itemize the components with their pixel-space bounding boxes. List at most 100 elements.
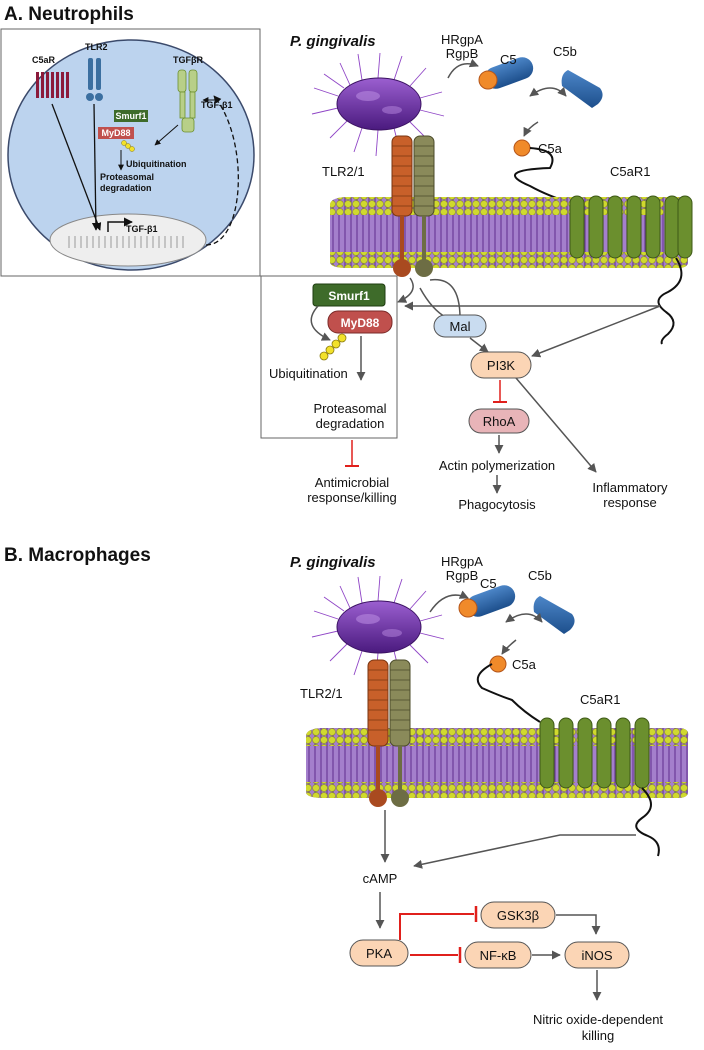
panel-a-ubiquitination: Ubiquitination [269, 366, 348, 381]
panel-b-pka-label: PKA [366, 946, 392, 961]
panel-b-c5ar1-cterm [635, 787, 660, 857]
inset-degradation: degradation [100, 183, 152, 193]
inset-gene-label: TGF-β1 [126, 224, 158, 234]
panel-a-tlr-smurf-arrow [397, 277, 414, 303]
panel-a-inflammatory-2: response [603, 495, 656, 510]
panel-a-mal-label: Mal [450, 319, 471, 334]
panel-a-actin: Actin polymerization [439, 458, 555, 473]
panel-b-protease-2: RgpB [446, 568, 479, 583]
panel-b-gsk-inos-arrow [556, 914, 601, 935]
panel-a-c5ar1-label: C5aR1 [610, 164, 650, 179]
panel-b-bacterium [311, 575, 445, 680]
panel-a-myd88-box [327, 310, 393, 334]
panel-a-tlr-mal-line [419, 287, 448, 319]
panel-a-tlr-label: TLR2/1 [322, 164, 365, 179]
panel-b-nfkb-node [464, 941, 532, 969]
panel-b-c5ar1-receptor [539, 717, 650, 789]
panel-a-inflammatory-1: Inflammatory [592, 480, 668, 495]
inset-frame [0, 28, 261, 277]
panel-a-c5ar1-pi3k-arrow [531, 305, 661, 358]
panel-b-c5ar1-nterm [476, 663, 541, 723]
panel-b-pathogen-label: P. gingivalis [290, 554, 376, 571]
panel-a-smurf-ubiq-arrow [310, 305, 331, 341]
inset-tgfb1-ligand-label: TGF-β1 [201, 100, 233, 110]
inset-transcription-arrow [107, 217, 133, 232]
panel-a-c5ar1-nterm [514, 147, 575, 205]
panel-a-cleavage-arrow [529, 86, 567, 97]
panel-b-gsk3b-node [480, 901, 556, 929]
panel-a-smurf1-label: Smurf1 [328, 289, 370, 303]
inset-ubiquitin-chain [121, 140, 135, 152]
inset-proteasomal: Proteasomal [100, 172, 154, 182]
panel-b-protease-arrow [429, 590, 469, 613]
panel-a-myd88-label: MyD88 [341, 316, 380, 330]
panel-a-smurf1-box [312, 283, 386, 307]
inset-c5ar-receptor [36, 72, 69, 98]
panel-b-camp-label: cAMP [363, 871, 398, 886]
panel-a-c5b-label: C5b [553, 44, 577, 59]
panel-b-c5ar1-label: C5aR1 [580, 692, 620, 707]
panel-b-pka-gsk-inhibit [399, 913, 474, 940]
inset-ubiquitination: Ubiquitination [126, 159, 187, 169]
panel-a-degradation: degradation [316, 416, 385, 431]
inset-tgfbr-to-smurf-arrow [154, 124, 179, 146]
panel-b-tlr-label: TLR2/1 [300, 686, 343, 701]
inset-myd88-label: MyD88 [101, 128, 130, 138]
panel-a-protease-2: RgpB [446, 46, 479, 61]
panel-a-pi3k-inflam-arrow [515, 377, 597, 473]
panel-a-bacterium [311, 52, 445, 157]
panel-b-c5a-arrow [501, 639, 517, 655]
panel-a-c5b-molecule [561, 70, 603, 108]
panel-a-c5-label: C5 [500, 52, 517, 67]
panel-a-mal-node [433, 314, 487, 338]
inset-c5ar-label: C5aR [32, 55, 56, 65]
panel-a-c5ar1-receptor [569, 195, 693, 259]
panel-b-tlr21-receptor [367, 659, 411, 807]
panel-a-phagocytosis: Phagocytosis [458, 497, 536, 512]
inset-tgfbr-label: TGFβR [173, 55, 203, 65]
panel-b-cleavage-arrow [505, 612, 543, 623]
panel-b-inos-node [564, 941, 630, 969]
panel-b-protease-1: HRgpA [441, 554, 483, 569]
panel-a-title: A. Neutrophils [4, 4, 134, 25]
inset-smurf1-label: Smurf1 [115, 111, 146, 121]
inset-tlr2-receptor [86, 58, 103, 101]
panel-a-pi3k-label: PI3K [487, 358, 516, 373]
panel-a-pi3k-node [470, 351, 532, 379]
panel-b-c5b-molecule [533, 596, 575, 634]
panel-a-c5ar1-cterm [657, 257, 683, 345]
inset-c5ar-arrow [51, 103, 102, 231]
inset-myd88-box [98, 127, 134, 139]
panel-a-ubiquitin-chain [319, 333, 347, 361]
inset-tlr2-label: TLR2 [85, 42, 108, 52]
inset-tgfbr-receptor [177, 69, 198, 133]
inset-tlr2-arrow [91, 103, 100, 231]
panel-b-c5ar1-camp-arrow [413, 834, 636, 869]
panel-b-membrane [306, 728, 689, 798]
panel-a-c5-molecule [478, 57, 534, 90]
panel-b-nfkb-label: NF-κB [480, 948, 517, 963]
panel-a-zoom-box [260, 275, 398, 439]
panel-a-antimicrobial-1: Antimicrobial [315, 475, 390, 490]
inset-feedback-arrow [205, 95, 239, 246]
panel-b-title: B. Macrophages [4, 545, 151, 566]
panel-a-rhoa-node [468, 408, 530, 434]
panel-a-pathogen-label: P. gingivalis [290, 33, 376, 50]
panel-b-no-1: Nitric oxide-dependent [533, 1012, 663, 1027]
panel-a-protease-arrow [447, 58, 479, 79]
panel-b-pka-node [349, 939, 409, 967]
panel-a-protease-1: HRgpA [441, 32, 483, 47]
panel-b-c5a-molecule [489, 655, 507, 673]
panel-a-c5a-molecule [513, 139, 531, 157]
panel-a-mal-pi3k-arrow [469, 337, 489, 353]
panel-b-c5-label: C5 [480, 576, 497, 591]
panel-b-c5-molecule [458, 585, 516, 618]
panel-a-tlr21-receptor [391, 135, 435, 277]
panel-b-no-2: killing [582, 1028, 615, 1043]
panel-b-inos-label: iNOS [581, 948, 612, 963]
panel-a-proteasomal: Proteasomal [314, 401, 387, 416]
panel-b-c5b-label: C5b [528, 568, 552, 583]
panel-a-antimicrobial-2: response/killing [307, 490, 397, 505]
inset-smurf1-box [114, 110, 148, 122]
panel-b-gsk3b-label: GSK3β [497, 908, 539, 923]
